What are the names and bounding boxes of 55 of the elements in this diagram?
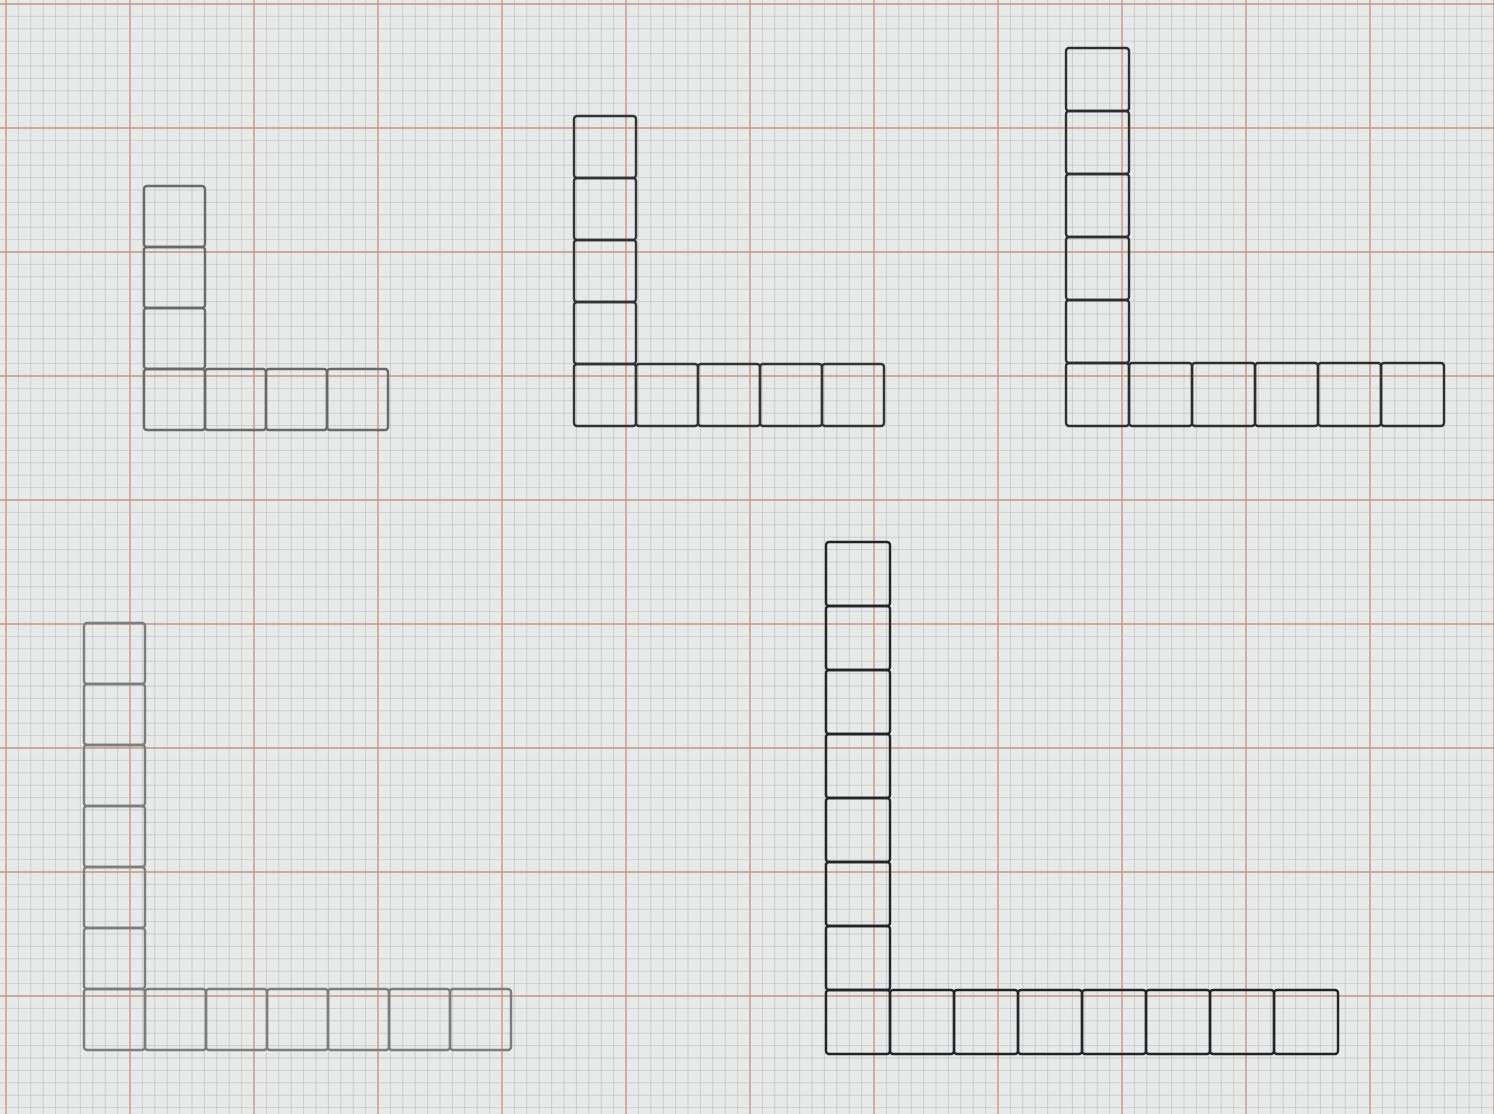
square (1064, 172, 1131, 239)
square (1272, 988, 1340, 1056)
square (325, 367, 390, 432)
square (824, 604, 892, 672)
square (203, 367, 268, 432)
square (1316, 361, 1383, 428)
square (952, 988, 1020, 1056)
square (204, 987, 269, 1052)
square (1253, 361, 1320, 428)
square (696, 362, 762, 428)
square (758, 362, 824, 428)
square (143, 987, 208, 1052)
square (82, 682, 147, 747)
square (572, 362, 638, 428)
square (1127, 361, 1194, 428)
square (824, 988, 892, 1056)
square (142, 306, 207, 371)
square (824, 732, 892, 800)
square (448, 987, 513, 1052)
square (326, 987, 391, 1052)
square (824, 924, 892, 992)
square (1064, 46, 1131, 113)
square (824, 860, 892, 928)
square (82, 987, 147, 1052)
square (1064, 298, 1131, 365)
square (82, 743, 147, 808)
square (820, 362, 886, 428)
square (572, 238, 638, 304)
square (1190, 361, 1257, 428)
square (387, 987, 452, 1052)
square (634, 362, 700, 428)
square (142, 245, 207, 310)
square (1144, 988, 1212, 1056)
square (1064, 361, 1131, 428)
square (824, 668, 892, 736)
square (824, 796, 892, 864)
square (1379, 361, 1446, 428)
square (82, 926, 147, 991)
square (1064, 109, 1131, 176)
square (82, 621, 147, 686)
square (1080, 988, 1148, 1056)
square (1208, 988, 1276, 1056)
square (888, 988, 956, 1056)
square (264, 367, 329, 432)
square (1064, 235, 1131, 302)
square (572, 300, 638, 366)
square (1016, 988, 1084, 1056)
square (82, 804, 147, 869)
square (142, 184, 207, 249)
square (82, 865, 147, 930)
square (572, 114, 638, 180)
square (265, 987, 330, 1052)
square (142, 367, 207, 432)
square (572, 176, 638, 242)
square (824, 540, 892, 608)
